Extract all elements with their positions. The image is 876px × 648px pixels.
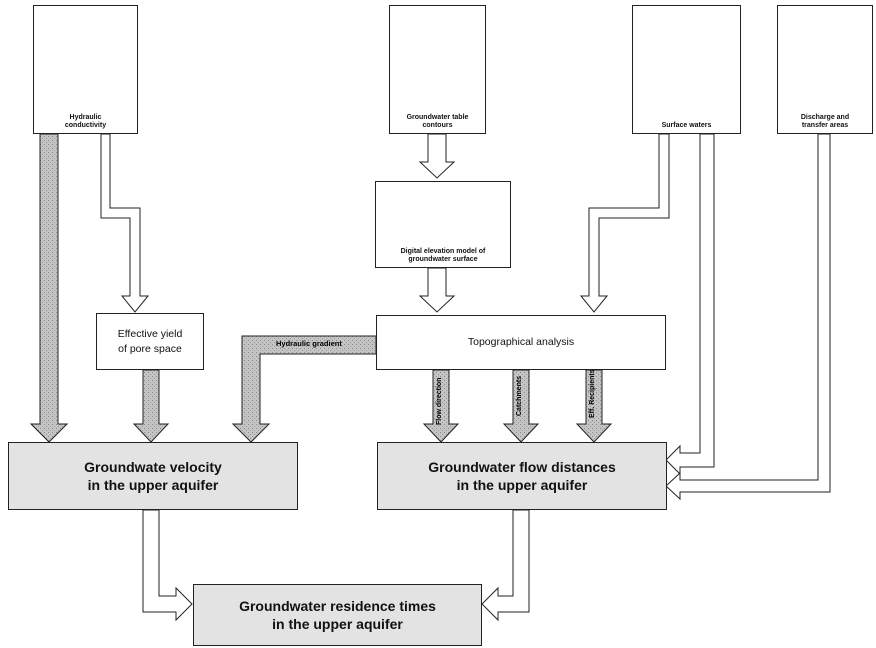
catchments-label: Catchments	[516, 375, 523, 416]
arrow-catchments	[502, 369, 540, 443]
dem-box: Digital elevation model of groundwater s…	[375, 181, 511, 268]
arrow-velocity-to-residence	[142, 509, 193, 622]
flow-distances-label: Groundwater flow distances in the upper …	[428, 458, 616, 493]
hydraulic-conductivity-label: Hydraulic conductivity	[64, 113, 107, 129]
input-groundwater-table-contours: Groundwater table contours	[389, 5, 486, 134]
arrow-distances-to-residence	[481, 509, 530, 622]
arrow-yield-to-velocity	[132, 369, 170, 443]
input-hydraulic-conductivity: Hydraulic conductivity	[33, 5, 138, 134]
eff-recipients-label: Eff. Recipients	[589, 369, 596, 418]
groundwater-contours-label: Groundwater table contours	[406, 113, 469, 129]
arrow-flow-direction	[422, 369, 460, 443]
residence-times-label: Groundwater residence times in the upper…	[239, 597, 436, 632]
arrow-contours-to-dem	[418, 133, 456, 179]
velocity-box: Groundwate velocity in the upper aquifer	[8, 442, 298, 510]
arrow-surface-to-topo	[579, 133, 670, 313]
flow-direction-label: Flow direction	[436, 377, 443, 425]
arrow-dem-to-topo	[418, 267, 456, 313]
input-surface-waters: Surface waters	[632, 5, 741, 134]
effective-yield-label: Effective yield of pore space	[117, 328, 183, 355]
surface-waters-label: Surface waters	[661, 121, 712, 129]
arrow-hydraulic-gradient	[231, 335, 377, 443]
velocity-label: Groundwate velocity in the upper aquifer	[84, 458, 222, 493]
input-discharge-transfer-areas: Discharge and transfer areas	[777, 5, 873, 134]
discharge-transfer-label: Discharge and transfer areas	[800, 113, 850, 129]
effective-yield-box: Effective yield of pore space	[96, 313, 204, 370]
arrow-conductivity-to-velocity	[29, 133, 69, 443]
topographical-analysis-box: Topographical analysis	[376, 315, 666, 370]
arrow-conductivity-to-yield	[100, 133, 150, 313]
flow-distances-box: Groundwater flow distances in the upper …	[377, 442, 667, 510]
arrow-eff-recipients	[575, 369, 613, 443]
arrow-surface-to-distances	[665, 133, 715, 476]
hydraulic-gradient-label: Hydraulic gradient	[276, 339, 342, 348]
topographical-analysis-label: Topographical analysis	[467, 336, 575, 349]
arrow-discharge-to-distances	[665, 133, 831, 501]
dem-label: Digital elevation model of groundwater s…	[400, 247, 486, 263]
residence-times-box: Groundwater residence times in the upper…	[193, 584, 482, 646]
